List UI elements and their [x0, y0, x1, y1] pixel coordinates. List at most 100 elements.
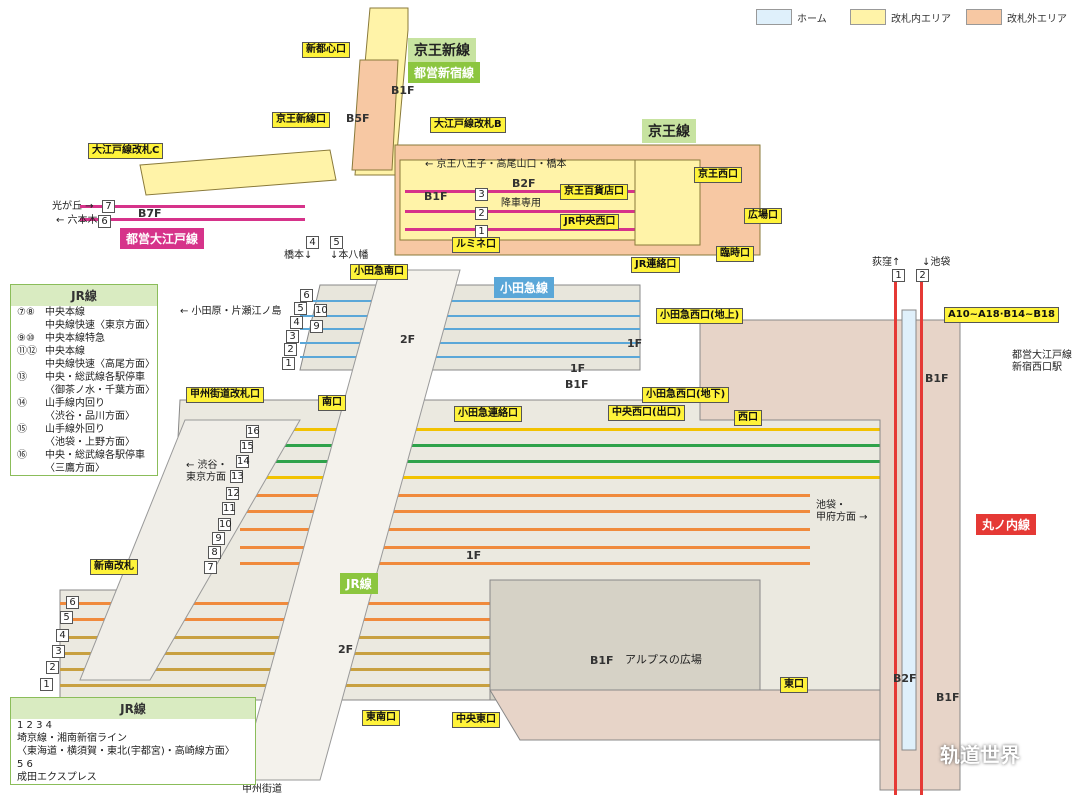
jr-legend-1-row-text: 中央線快速〈東京方面〉 — [45, 320, 155, 331]
legend-home-swatch — [756, 9, 792, 25]
jr-platform-lower-3: 3 — [52, 645, 65, 658]
jr-legend-1-row: 〈渋谷・品川方面〉 — [11, 410, 157, 423]
jr-platform-10: 10 — [218, 518, 232, 531]
legend-home-label: ホーム — [797, 13, 827, 25]
odakyu-platform-9: 9 — [310, 320, 323, 333]
marunouchi-platform — [901, 309, 917, 751]
odakyu-platform-2: 2 — [284, 343, 297, 356]
tag-toei-shinjuku: 都営新宿線 — [408, 62, 481, 83]
south-passage — [239, 269, 461, 781]
jr-legend-2-row: 埼京線・湘南新宿ライン — [11, 732, 255, 745]
jr-legend-2-row: 成田エクスプレス — [11, 771, 255, 784]
label-oedo-nishiguchi: 都営大江戸線 新宿西口駅 — [1012, 350, 1072, 373]
jr-platform-lower-6: 6 — [66, 596, 79, 609]
gate-exits-a: A10~A18·B14~B18 — [944, 307, 1059, 323]
keio-platform-1: 1 — [475, 225, 488, 238]
jr-legend-1-row: 中央線快速〈東京方面〉 — [11, 319, 157, 332]
tag-jr-center: JR線 — [340, 573, 378, 594]
legend-outside-swatch — [966, 9, 1002, 25]
jr-legend-2-title: JR線 — [11, 698, 255, 719]
jr-legend-1-row: 〈御茶ノ水・千葉方面〉 — [11, 384, 157, 397]
jr-platform-9: 9 — [212, 532, 225, 545]
jr-platform-lower-1: 1 — [40, 678, 53, 691]
gate-koshu: 甲州街道改札口 — [186, 387, 264, 403]
gate-east: 東口 — [780, 677, 808, 693]
label-hashimoto: 橋本↓ — [284, 250, 313, 261]
keio-store-area — [634, 159, 701, 246]
oedo-platform-6: 6 — [98, 215, 111, 228]
alps-plaza — [489, 579, 761, 701]
keio-platform-3: 3 — [475, 188, 488, 201]
gate-west: 西口 — [734, 410, 762, 426]
keio-new-platform-5: 5 — [330, 236, 343, 249]
odakyu-platform-5: 5 — [294, 302, 307, 315]
legend-inside-swatch — [850, 9, 886, 25]
jr-platform-14: 14 — [236, 455, 250, 468]
koshu-passage — [79, 419, 301, 681]
jr-legend-1-row-text: 中央・総武線各駅停車 — [45, 450, 145, 461]
jr-legend-1-row-text: 〈三鷹方面〉 — [45, 463, 105, 474]
gate-odakyu-renraku: 小田急連絡口 — [454, 406, 522, 422]
jr-legend-1-row-text: 中央線快速〈高尾方面〉 — [45, 359, 155, 370]
legend-inside-label: 改札内エリア — [891, 13, 951, 25]
jr-legend-1-row-num: ⑯ — [17, 450, 27, 461]
legend-outside: 改札外エリア — [966, 9, 1067, 25]
floor-b2f: B2F — [512, 177, 536, 190]
floor-2f-b: 2F — [338, 643, 354, 656]
legend-outside-label: 改札外エリア — [1007, 13, 1067, 25]
jr-legend-1-row-text: 中央本線 — [45, 307, 85, 318]
odakyu-platform-1: 1 — [282, 357, 295, 370]
gate-odakyu-south: 小田急南口 — [350, 264, 408, 280]
jr-legend-2-row-text: 成田エクスプレス — [17, 772, 97, 783]
gate-south: 南口 — [318, 395, 346, 411]
odakyu-platform-3: 3 — [286, 330, 299, 343]
jr-platform-11: 11 — [222, 502, 236, 515]
floor-b1f-b: B1F — [424, 190, 448, 203]
jr-legend-1-row-text: 中央本線 — [45, 346, 85, 357]
floor-1f-a: 1F — [627, 337, 643, 350]
gate-odakyu-west-down: 小田急西口(地下) — [642, 387, 730, 403]
jr-legend-1-row-text: 〈渋谷・品川方面〉 — [45, 411, 135, 422]
tag-odakyu: 小田急線 — [494, 277, 555, 298]
odakyu-platform-10: 10 — [314, 304, 328, 317]
marunouchi-track-2 — [920, 275, 923, 795]
jr-legend-1-title: JR線 — [11, 285, 157, 306]
marunouchi-platform-2: 2 — [916, 269, 929, 282]
oedo-platform-7: 7 — [102, 200, 115, 213]
odakyu-tracks — [300, 300, 640, 358]
floor-b5f: B5F — [346, 112, 370, 125]
legend-inside: 改札内エリア — [850, 9, 951, 25]
jr-legend-1-row-text: 山手線内回り — [45, 398, 105, 409]
jr-legend-2-row-text: 1 2 3 4 — [17, 720, 52, 731]
label-ikebukuro: ↓池袋 — [922, 257, 951, 268]
jr-platform-16: 16 — [246, 425, 260, 438]
tag-marunouchi: 丸ノ内線 — [976, 514, 1037, 535]
gate-central-east: 中央東口 — [452, 712, 500, 728]
oedo-line-track-6 — [80, 218, 305, 221]
gate-hiroba: 広場口 — [744, 208, 782, 224]
gate-odakyu-west-up: 小田急西口(地上) — [656, 308, 744, 324]
jr-legend-2-row: 1 2 3 4 — [11, 719, 255, 732]
gate-jr-central-west: JR中央西口 — [560, 214, 620, 230]
jr-platform-7: 7 — [204, 561, 217, 574]
gate-central-west-exit: 中央西口(出口) — [608, 405, 686, 421]
label-jr-ikebukuro: 池袋・ 甲府方面 → — [816, 500, 868, 523]
jr-legend-1-row-text: 〈御茶ノ水・千葉方面〉 — [45, 385, 155, 396]
floor-1f-c: 1F — [466, 549, 482, 562]
odakyu-platform-4: 4 — [290, 316, 303, 329]
floor-b1f-d: B1F — [925, 372, 949, 385]
gate-keio-west: 京王西口 — [694, 167, 742, 183]
jr-legend-2-row: 5 6 — [11, 758, 255, 771]
gate-lumine: ルミネ口 — [452, 237, 500, 253]
marunouchi-platform-1: 1 — [892, 269, 905, 282]
gate-keio-depart: 京王百貨店口 — [560, 184, 628, 200]
jr-legend-1-row-num: ⑬ — [17, 372, 27, 383]
keio-new-line-platform — [351, 59, 399, 171]
